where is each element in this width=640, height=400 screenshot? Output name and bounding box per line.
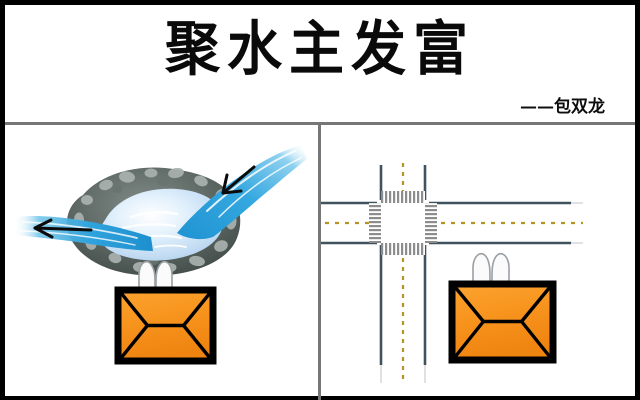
- crossroad-illustration: [321, 163, 583, 383]
- crossroad-panel: [321, 125, 635, 400]
- water-pool-illustration: [13, 145, 307, 365]
- divider-horizontal: [5, 122, 635, 125]
- outflow-arrow: [33, 218, 93, 239]
- crosswalk-west: [369, 203, 381, 243]
- inflow-arrow: [221, 165, 256, 195]
- horizontal-road-faint: [571, 202, 583, 244]
- page-title: 聚水主发富: [164, 13, 475, 83]
- crosswalk-east: [425, 203, 437, 243]
- author-byline: ——包双龙: [520, 97, 605, 117]
- house-icon: [114, 260, 217, 365]
- title-band: 聚水主发富 ——包双龙: [5, 5, 635, 122]
- crosswalk-north: [381, 191, 425, 203]
- outflow-stream: [13, 215, 153, 251]
- divider-vertical: [318, 125, 321, 400]
- water-pool-panel: [5, 125, 318, 400]
- horizontal-road: [321, 201, 571, 245]
- vertical-road-faint: [380, 365, 426, 383]
- house-icon: [448, 252, 557, 364]
- crosswalk-south: [381, 243, 425, 255]
